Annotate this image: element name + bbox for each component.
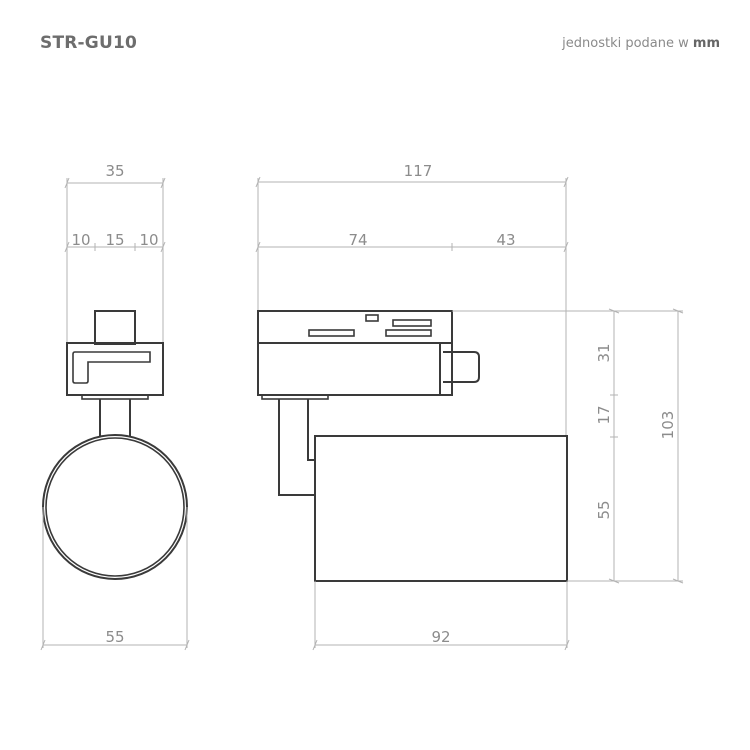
dim-label-55-side: 55 xyxy=(595,500,613,519)
dim-label-103: 103 xyxy=(659,411,677,440)
model-title: STR-GU10 xyxy=(40,33,138,53)
dim-front-width: 35 xyxy=(64,162,166,189)
dim-label-10-right: 10 xyxy=(139,231,158,249)
dim-lamp-diameter: 55 xyxy=(40,628,190,651)
front-view: 35 10 15 10 xyxy=(40,162,190,651)
dim-side-length: 117 xyxy=(255,162,569,188)
side-view: 117 74 43 xyxy=(255,162,684,651)
units-prefix: jednostki podane w xyxy=(562,36,693,51)
units-note: jednostki podane w mm xyxy=(562,36,720,51)
dim-label-10-left: 10 xyxy=(71,231,90,249)
dim-label-117: 117 xyxy=(404,162,433,180)
dim-side-heights: 31 17 55 xyxy=(595,308,620,584)
dim-side-segments: 74 43 xyxy=(255,231,569,253)
dim-label-17: 17 xyxy=(595,405,613,424)
dim-label-92: 92 xyxy=(431,628,450,646)
dim-label-74: 74 xyxy=(348,231,367,249)
dim-label-55-front: 55 xyxy=(105,628,124,646)
units-value: mm xyxy=(692,36,720,51)
dim-overall-height: 103 xyxy=(659,308,684,584)
dim-label-31: 31 xyxy=(595,343,613,362)
dim-label-43: 43 xyxy=(496,231,515,249)
dim-front-segments: 10 15 10 xyxy=(64,231,166,253)
dim-label-15: 15 xyxy=(105,231,124,249)
dim-body-length: 92 xyxy=(312,628,570,651)
dim-label-35: 35 xyxy=(105,162,124,180)
